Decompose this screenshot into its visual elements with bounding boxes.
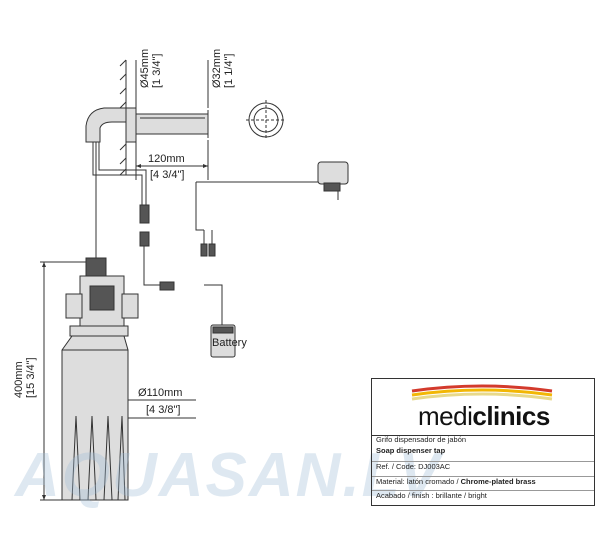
title-block: mediclinics Grifo dispensador de jabón S… — [371, 378, 595, 506]
spout-end-view — [246, 100, 286, 140]
dim-wall-diameter-in: [1 3/4"] — [151, 54, 163, 88]
power-adapter — [317, 161, 349, 200]
dim-spout-length: 120mm — [148, 153, 185, 165]
ref-label: Ref. / Code: — [376, 462, 417, 471]
dim-spout-length-in: [4 3/4"] — [150, 169, 184, 181]
dim-bottle-diameter: Ø110mm — [138, 387, 182, 399]
bottle-dimension — [128, 399, 196, 419]
spout-length-dimension — [135, 140, 209, 180]
dim-height: 400mm — [13, 361, 25, 398]
material-label: Material: latón cromado / — [376, 477, 459, 486]
material-value: Chrome-plated brass — [460, 477, 536, 486]
finish-row: Acabado / finish : brillante / bright — [372, 490, 594, 501]
ref-value: DJ003AC — [418, 462, 451, 471]
logo-area: mediclinics — [372, 379, 594, 436]
dim-bottle-diameter-in: [4 3/8"] — [146, 404, 180, 416]
battery-label: Battery — [212, 337, 247, 349]
cables — [92, 142, 320, 325]
brand-stripes — [411, 384, 553, 401]
valve-body — [65, 257, 139, 337]
battery: Battery — [210, 324, 247, 358]
dim-height-in: [15 3/4"] — [25, 357, 37, 398]
material-row: Material: latón cromado / Chrome-plated … — [372, 476, 594, 487]
brand-logo: mediclinics — [418, 401, 550, 432]
product-en: Soap dispenser tap — [376, 446, 446, 455]
soap-bottle — [61, 335, 129, 501]
spout — [85, 60, 209, 143]
brand-bold: clinics — [472, 401, 550, 431]
dim-wall-diameter: Ø45mm — [139, 49, 151, 88]
dim-spout-diameter-in: [1 1/4"] — [223, 54, 235, 88]
height-dimension — [40, 261, 86, 501]
dim-spout-diameter: Ø32mm — [211, 49, 223, 88]
product-es: Grifo dispensador de jabón — [376, 435, 467, 444]
ref-row: Ref. / Code: DJ003AC — [372, 461, 594, 472]
brand-light: medi — [418, 401, 473, 431]
